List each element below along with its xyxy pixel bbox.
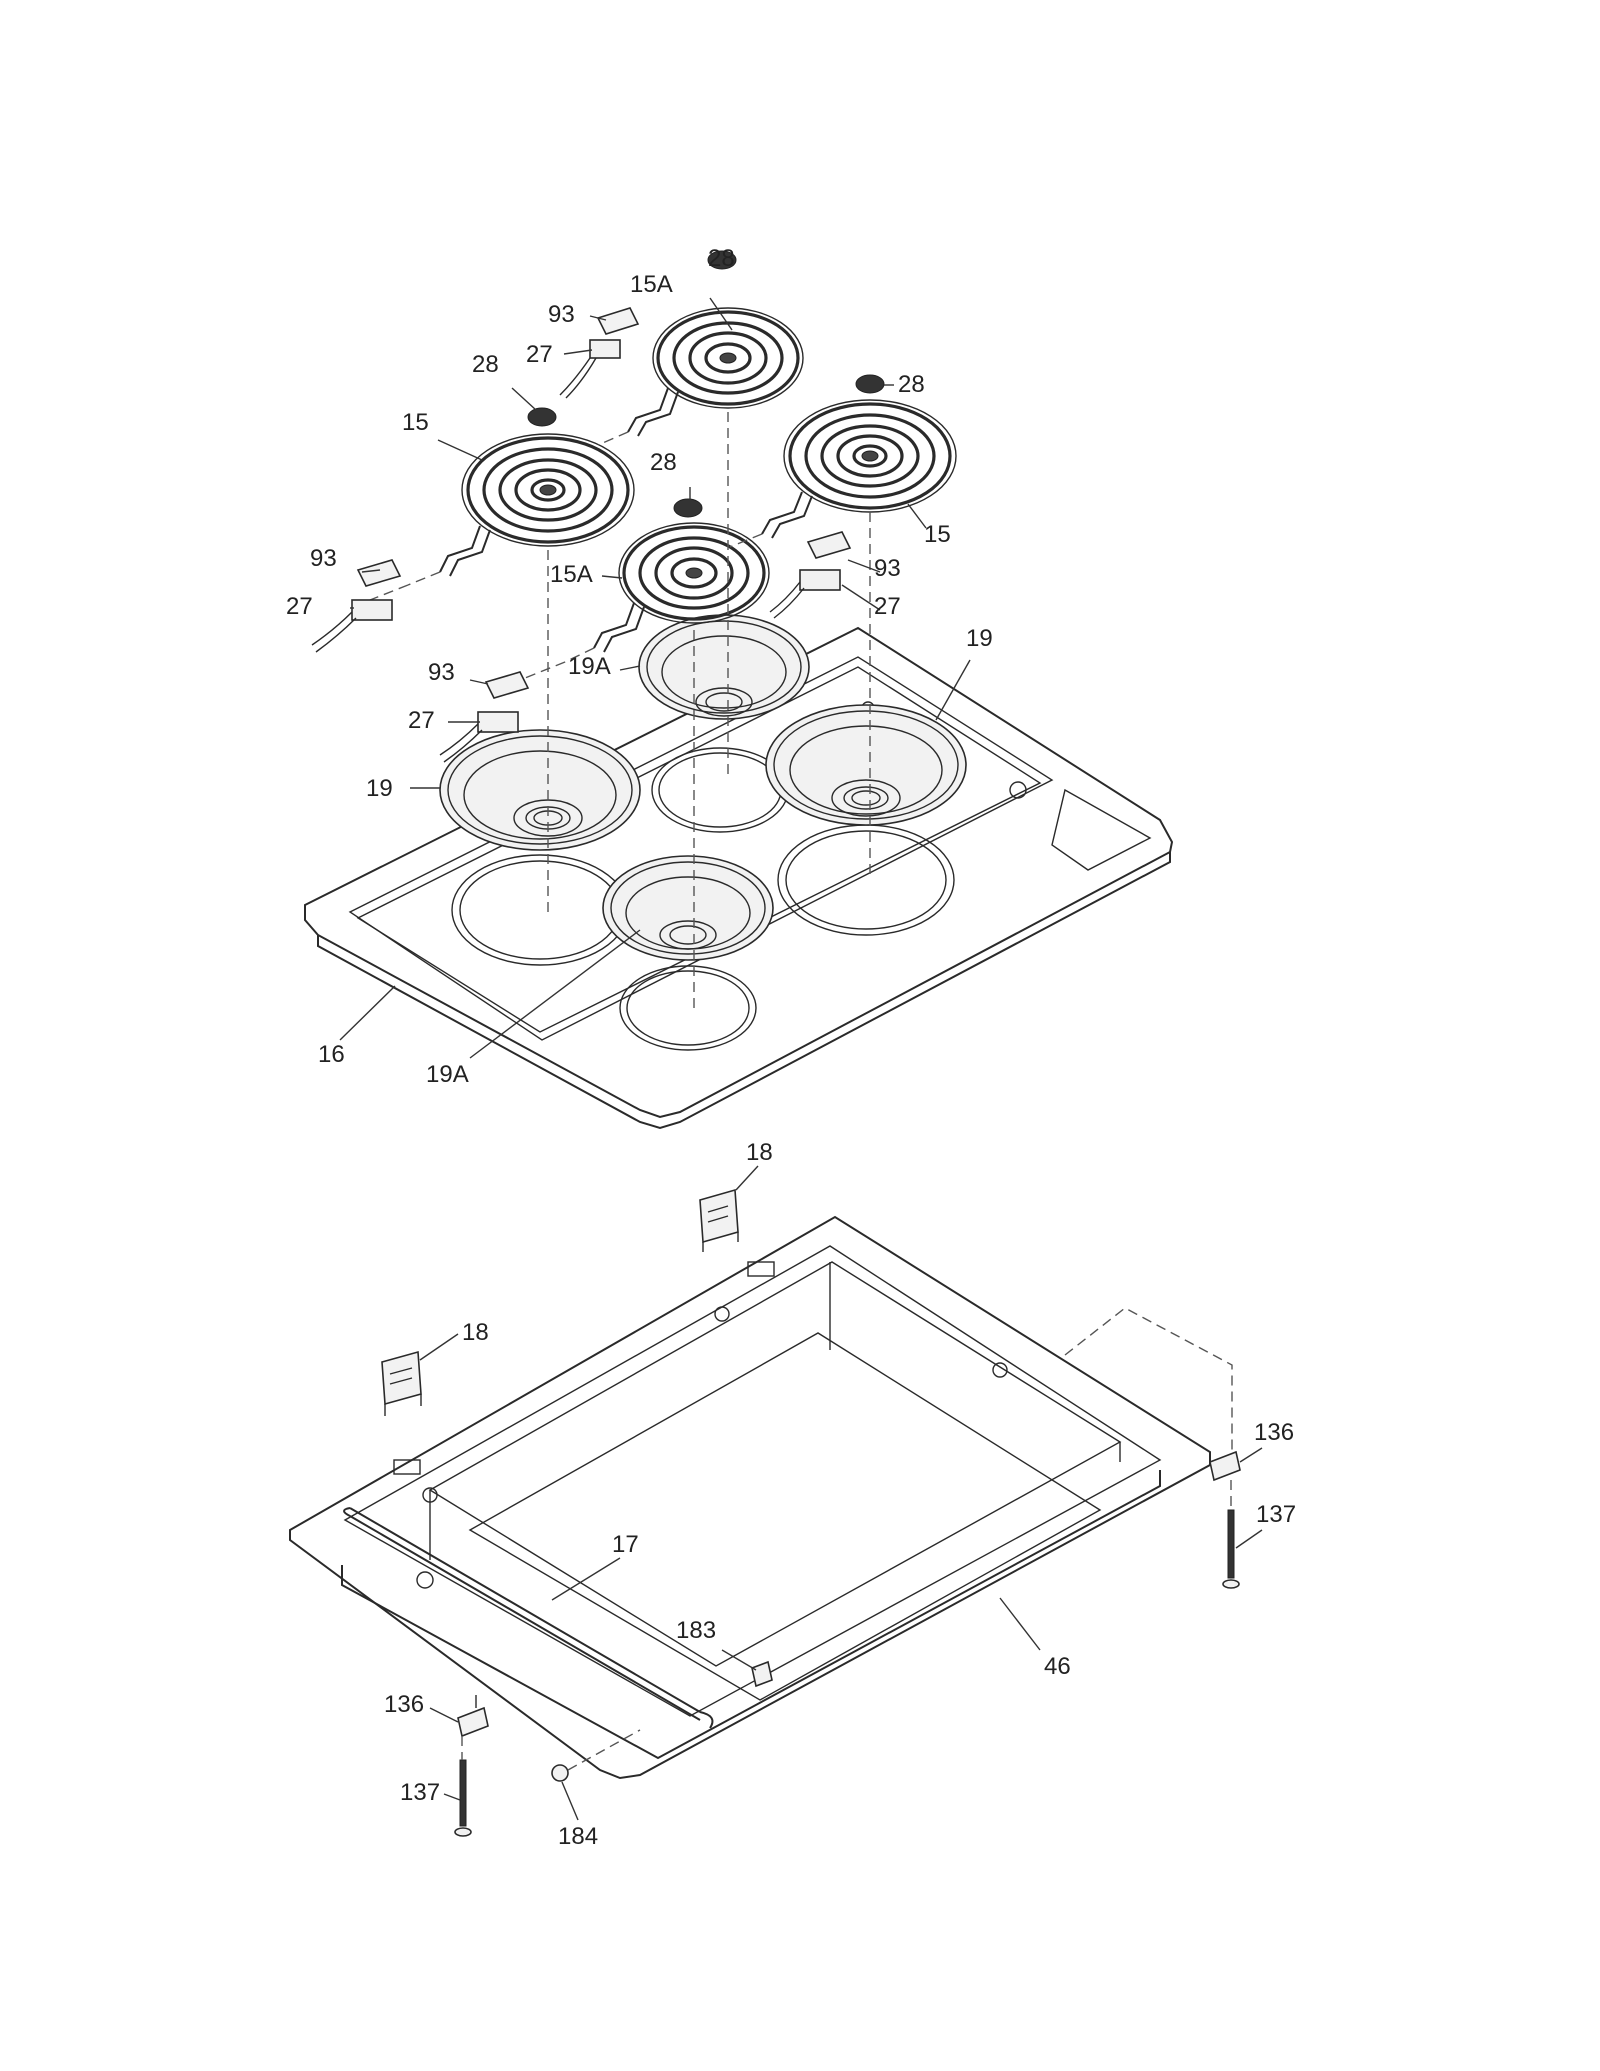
callout-19a-low: 19A — [426, 1061, 469, 1088]
screw-137-left — [454, 1759, 472, 1837]
drip-pan-19-right — [765, 704, 967, 826]
callout-136-left: 136 — [384, 1691, 424, 1718]
trim-ring-28-top — [707, 250, 737, 270]
callout-137-right: 137 — [1256, 1501, 1296, 1528]
receptacle-27-low — [439, 711, 519, 763]
rod-17 — [343, 1507, 714, 1729]
bracket-93-top-left — [596, 307, 640, 335]
trim-ring-28-mid — [673, 498, 703, 518]
surface-element-15-right — [761, 399, 957, 539]
hinge-pin-183 — [751, 1660, 773, 1688]
nut-184 — [551, 1764, 569, 1782]
trim-ring-28-left — [527, 407, 557, 427]
callout-28-left: 28 — [472, 351, 499, 378]
callout-93-low: 93 — [428, 659, 455, 686]
leader-lines — [339, 297, 1263, 1821]
callout-16: 16 — [318, 1041, 345, 1068]
bracket-93-right — [806, 531, 852, 559]
callout-27-right: 27 — [874, 593, 901, 620]
callout-15a-mid: 15A — [550, 561, 593, 588]
corner-bracket-136-left — [457, 1695, 489, 1738]
surface-element-15-left — [439, 433, 635, 577]
callout-labels: 28 15A 93 27 28 28 15 28 15 93 15A 93 27… — [286, 245, 1296, 1850]
callout-17: 17 — [612, 1531, 639, 1558]
burner-bracket-18-left — [381, 1350, 422, 1416]
callout-28-mid: 28 — [650, 449, 677, 476]
callout-27-low: 27 — [408, 707, 435, 734]
callout-28-top: 28 — [708, 245, 735, 272]
drip-pan-19a-bottom — [602, 855, 774, 961]
main-top-46 — [289, 1215, 1211, 1780]
callout-183: 183 — [676, 1617, 716, 1644]
alignment-lines-upper — [547, 412, 871, 1008]
callout-18-left: 18 — [462, 1319, 489, 1346]
element-terminals — [369, 431, 763, 681]
callout-19-left: 19 — [366, 775, 393, 802]
bracket-93-low — [484, 671, 530, 699]
receptacle-27-right — [769, 569, 841, 619]
surface-element-15a-top — [627, 307, 804, 437]
trim-ring-28-right — [855, 374, 885, 394]
callout-15-left: 15 — [402, 409, 429, 436]
callout-15-right: 15 — [924, 521, 951, 548]
callout-136-right: 136 — [1254, 1419, 1294, 1446]
callout-19a-top: 19A — [568, 653, 611, 680]
callout-27-top-left: 27 — [526, 341, 553, 368]
drip-pan-19a-top — [638, 614, 810, 720]
callout-19-right: 19 — [966, 625, 993, 652]
surface-element-15a-mid — [593, 522, 770, 653]
corner-bracket-136-right — [1209, 1450, 1241, 1482]
burner-bracket-18-top — [699, 1188, 739, 1252]
callout-93-right: 93 — [874, 555, 901, 582]
screw-137-right — [1222, 1509, 1240, 1589]
callout-46: 46 — [1044, 1653, 1071, 1680]
drip-pan-19-left — [439, 729, 641, 851]
callout-15a-top: 15A — [630, 271, 673, 298]
callout-184: 184 — [558, 1823, 598, 1850]
callout-28-right: 28 — [898, 371, 925, 398]
receptacle-27-left — [311, 599, 393, 653]
bracket-93-left — [356, 559, 402, 587]
receptacle-27-top-left — [559, 339, 621, 399]
callout-93-left: 93 — [310, 545, 337, 572]
callout-93-top-left: 93 — [548, 301, 575, 328]
callout-27-left: 27 — [286, 593, 313, 620]
callout-18-top: 18 — [746, 1139, 773, 1166]
callout-137-left: 137 — [400, 1779, 440, 1806]
alignment-lines-lower — [461, 1307, 1233, 1771]
